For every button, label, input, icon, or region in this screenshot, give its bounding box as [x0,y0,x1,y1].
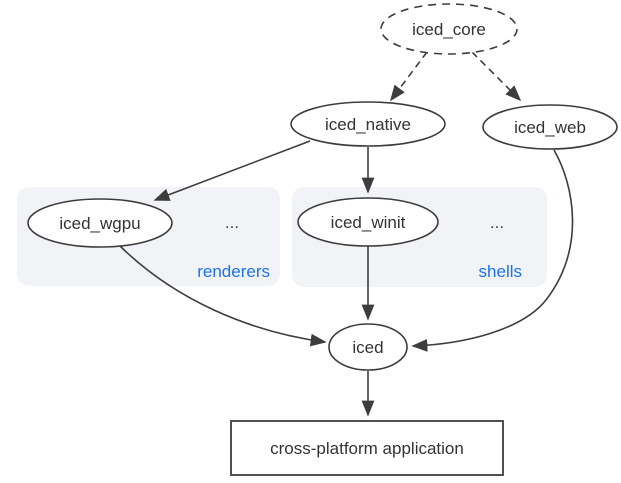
node-iced-winit: iced_winit [297,197,439,247]
application-label: cross-platform application [270,439,464,458]
shells-cluster-label: shells [479,262,522,281]
node-iced-native: iced_native [290,101,446,147]
application-rect [230,420,504,476]
shells-ellipsis: ... [490,213,504,232]
iced-label: iced [352,338,383,357]
iced-web-ellipse [482,104,618,150]
iced-core-ellipse [380,3,518,55]
iced-native-label: iced_native [325,115,411,134]
node-application: cross-platform application [230,420,504,476]
iced-web-label: iced_web [514,118,586,137]
node-iced-web: iced_web [482,104,618,150]
iced-wgpu-label: iced_wgpu [59,214,140,233]
iced-winit-ellipse [297,197,439,247]
edge-iced-wgpu-to-iced [119,245,327,347]
renderers-cluster-label: renderers [197,262,270,281]
iced-core-label: iced_core [412,20,486,39]
edge-iced-web-to-iced [411,149,574,352]
edge-iced-core-to-iced-web [471,51,522,102]
iced-ellipse [328,323,408,371]
renderers-ellipsis: ... [225,213,239,232]
edge-iced-core-to-iced-native [390,51,428,102]
edge-iced-native-to-iced-wgpu [153,140,311,201]
node-iced-wgpu: iced_wgpu [27,198,173,248]
iced-winit-label: iced_winit [331,213,406,232]
iced-wgpu-ellipse [27,198,173,248]
node-iced: iced [328,323,408,371]
node-iced-core: iced_core [380,3,518,55]
iced-native-ellipse [290,101,446,147]
